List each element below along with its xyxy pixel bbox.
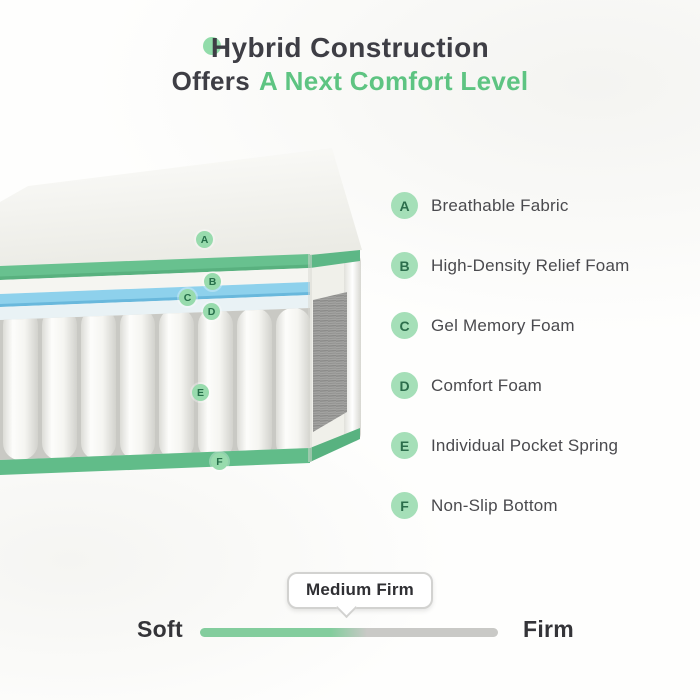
relief-foam-layer [0,268,310,294]
legend-item-pocket-spring: E Individual Pocket Spring [391,432,629,459]
mattress-illustration [0,148,362,475]
marker-pocket-spring: E [192,384,209,401]
legend-label: Comfort Foam [431,375,543,395]
legend-letter-badge: D [391,372,418,399]
side-knit-panel [313,292,347,432]
legend-letter-badge: E [391,432,418,459]
marker-comfort-foam: D [203,303,220,320]
legend-item-comfort-foam: D Comfort Foam [391,372,629,399]
legend-letter-badge: A [391,192,418,219]
firmness-firm-label: Firm [523,616,575,642]
legend-item-breathable-fabric: A Breathable Fabric [391,192,629,219]
comfort-foam-layer [0,295,310,320]
legend: A Breathable Fabric B High-Density Relie… [391,192,629,519]
title-line2-highlight: A Next Comfort Level [258,66,529,96]
non-slip-bottom-band [0,448,310,475]
side-bottom-trim [310,428,360,462]
legend-letter-badge: B [391,252,418,279]
legend-label: Individual Pocket Spring [431,435,619,455]
corner-piping [344,253,361,442]
marker-breathable-fabric: A [196,231,213,248]
title-line2-prefix: Offers [171,66,250,96]
legend-label: Non-Slip Bottom [431,495,558,515]
legend-letter-badge: F [391,492,418,519]
side-top-trim [310,250,360,268]
pocket-springs [3,308,310,460]
title-line2: Offers A Next Comfort Level [0,65,700,98]
front-side-seam [308,254,312,462]
legend-item-gel-memory-foam: C Gel Memory Foam [391,312,629,339]
legend-item-relief-foam: B High-Density Relief Foam [391,252,629,279]
mattress-top-surface [0,148,362,267]
marker-relief-foam: B [204,273,221,290]
firmness-badge-pointer [335,596,358,619]
firmness-bar [200,628,498,637]
title-accent-dot [203,37,221,55]
legend-label: Breathable Fabric [431,195,569,215]
title-line1: Hybrid Construction [210,32,490,63]
legend-letter-badge: C [391,312,418,339]
legend-label: High-Density Relief Foam [431,255,630,275]
firmness-badge: Medium Firm [287,572,433,619]
breathable-fabric-trim-shade [0,264,310,280]
legend-item-non-slip-bottom: F Non-Slip Bottom [391,492,629,519]
gel-memory-foam-layer [0,282,310,307]
gel-memory-foam-shade [0,292,310,307]
legend-label: Gel Memory Foam [431,315,575,335]
firmness-badge-label: Medium Firm [306,580,414,599]
marker-gel-memory-foam: C [179,289,196,306]
page-title: Hybrid Construction Offers A Next Comfort… [0,31,700,98]
marker-non-slip-bottom: F [211,453,228,470]
firmness-soft-label: Soft [137,616,183,642]
